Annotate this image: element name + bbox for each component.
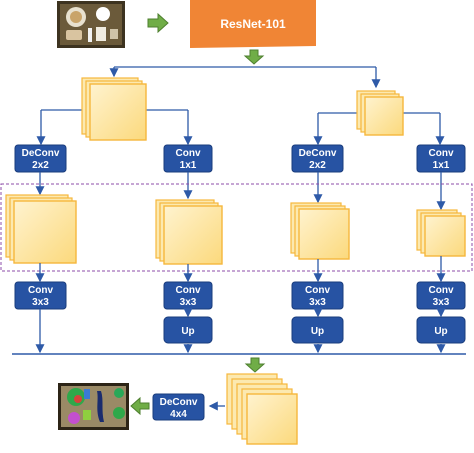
conv-3x3-op-2: Conv 3x3 [163,281,213,310]
op-label: Conv [429,285,454,296]
op-label: DeConv [22,148,60,159]
deconv-2x2-op-2: DeConv 2x2 [291,144,344,173]
green-arrow-down-icon [243,49,265,65]
op-size: 2x2 [32,160,49,171]
feature-map-mid-4 [416,209,466,257]
feature-map-mid-3 [290,202,350,260]
op-size: 1x1 [433,160,450,171]
conv-3x3-op-3: Conv 3x3 [291,281,344,310]
op-label: Conv [305,285,330,296]
op-label: Conv [176,285,201,296]
op-size: 3x3 [433,297,450,308]
op-size: 3x3 [180,297,197,308]
deconv-2x2-op-1: DeConv 2x2 [14,144,67,173]
green-arrow-down-icon-2 [244,357,266,373]
conv-1x1-op-2: Conv 1x1 [416,144,466,173]
feature-map-mid-2 [155,199,223,265]
conv-3x3-op-4: Conv 3x3 [416,281,466,310]
op-label: DeConv [299,148,337,159]
feature-map-mid-1 [5,194,77,264]
resnet-backbone-block: ResNet-101 [190,0,316,48]
upsample-op-3: Up [416,316,466,344]
resnet-label: ResNet-101 [220,17,286,31]
stage1-arrows [35,172,446,211]
green-arrow-icon [147,12,169,34]
fused-feature-stack [226,373,298,445]
op-label: DeConv [160,397,198,408]
feature-map-large [81,77,147,141]
op-label: Conv [28,285,53,296]
output-segmentation-map [58,383,129,430]
op-size: 1x1 [180,160,197,171]
op-label: Up [434,326,447,337]
stage3-arrows [35,308,446,354]
conv-1x1-op-1: Conv 1x1 [163,144,213,173]
upsample-op-2: Up [291,316,344,344]
op-size: 3x3 [32,297,49,308]
op-label: Up [181,326,194,337]
conv-3x3-op-1: Conv 3x3 [14,281,67,310]
op-size: 3x3 [309,297,326,308]
input-image [57,1,125,48]
green-arrow-left-icon [130,396,150,416]
deconv-4x4-op: DeConv 4x4 [152,393,205,421]
op-label: Conv [176,148,201,159]
stage2-arrows [35,256,446,283]
op-label: Conv [429,148,454,159]
op-size: 4x4 [170,409,187,420]
op-label: Up [311,326,324,337]
op-size: 2x2 [309,160,326,171]
upsample-op-1: Up [163,316,213,344]
dashed-region-border [0,183,473,272]
feature-map-small [356,90,404,136]
